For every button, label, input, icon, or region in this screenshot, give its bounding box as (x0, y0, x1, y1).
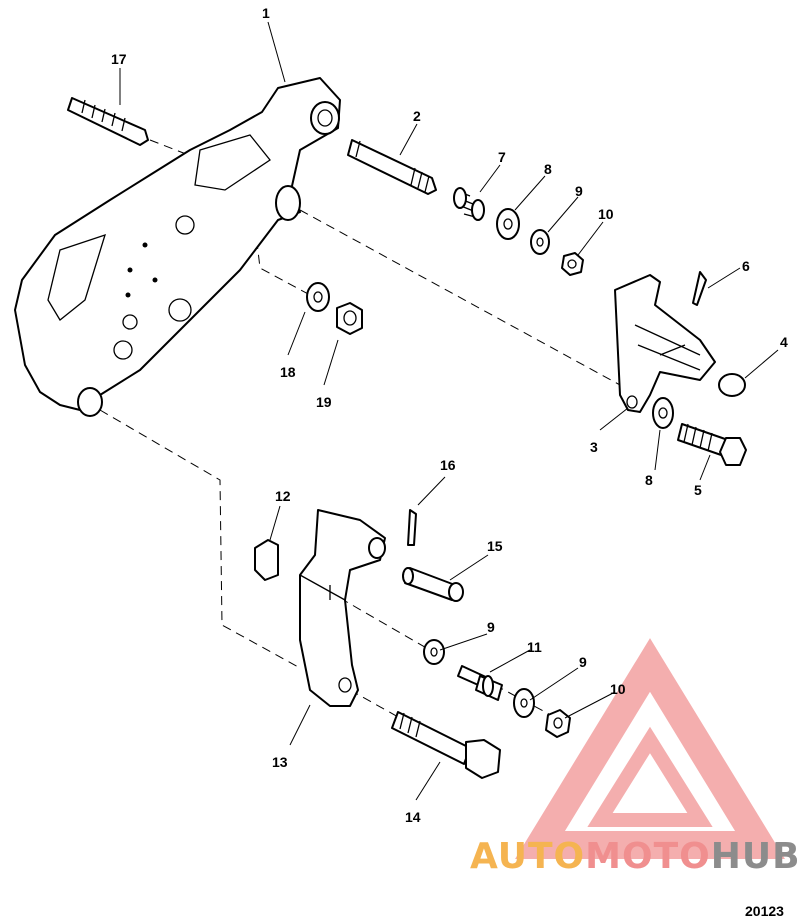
callout-12: 12 (275, 488, 291, 504)
stud-part (457, 665, 503, 701)
brand-part-hub: HUB (711, 836, 800, 877)
nut-part (336, 302, 363, 335)
callout-9: 9 (579, 654, 587, 670)
callout-5: 5 (694, 482, 702, 498)
bolt-part (391, 711, 501, 779)
callout-1: 1 (262, 5, 270, 21)
nut-part (561, 252, 584, 276)
main-bracket-part (14, 77, 341, 417)
callout-2: 2 (413, 108, 421, 124)
callout-4: 4 (780, 334, 788, 350)
callout-11: 11 (527, 639, 542, 655)
callout-16: 16 (440, 457, 456, 473)
callout-8: 8 (544, 161, 552, 177)
brand-part-moto: MOTO (585, 836, 711, 877)
clevis-pin-part (402, 567, 464, 602)
stud-part (67, 97, 149, 146)
washer-part (652, 397, 674, 429)
callout-13: 13 (272, 754, 288, 770)
watermark-logo (515, 638, 785, 859)
callout-9: 9 (487, 619, 495, 635)
callout-labels: 1 17 2 7 8 9 10 6 4 3 8 5 18 19 16 12 15… (111, 5, 788, 825)
bolt-part (677, 423, 747, 466)
figure-number: 20123 (745, 903, 784, 919)
callout-6: 6 (742, 258, 750, 274)
lever-arm-part (299, 509, 386, 707)
washer-part (496, 208, 520, 240)
leader-lines (119, 21, 779, 801)
callout-7: 7 (498, 149, 506, 165)
washer-part (423, 639, 445, 665)
callout-17: 17 (111, 51, 127, 67)
brand-part-auto: AUTO (470, 836, 585, 877)
watermark-brand-text: AUTOMOTOHUB (470, 836, 800, 877)
spring-part (453, 187, 485, 221)
callout-19: 19 (316, 394, 332, 410)
callout-9: 9 (575, 183, 583, 199)
lock-washer-part (530, 229, 550, 255)
callout-15: 15 (487, 538, 503, 554)
nut-part (545, 709, 571, 738)
clip-part (254, 539, 279, 581)
washer-part (513, 688, 535, 718)
callout-18: 18 (280, 364, 296, 380)
washer-part (306, 282, 330, 312)
callout-3: 3 (590, 439, 598, 455)
cotter-pin-part (692, 271, 707, 306)
callout-14: 14 (405, 809, 421, 825)
callout-8: 8 (645, 472, 653, 488)
latch-part (614, 274, 716, 413)
callout-10: 10 (610, 681, 626, 697)
cotter-pin-part (407, 509, 417, 546)
callout-10: 10 (598, 206, 614, 222)
pivot-pin-part (347, 139, 437, 195)
cap-part (718, 373, 746, 397)
